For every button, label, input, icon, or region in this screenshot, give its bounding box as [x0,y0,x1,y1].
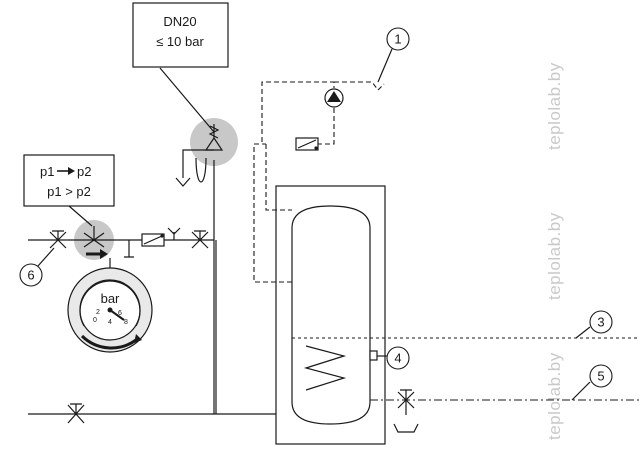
safety-valve-label: DN20 ≤ 10 bar [132,2,229,68]
callout-5-label: 5 [597,369,604,384]
return-line [370,389,640,433]
safety-valve-highlight [190,118,238,166]
callout-4-label: 4 [394,351,401,366]
gauge-tick-0: 0 [93,317,97,324]
callout-6-label: 6 [27,268,34,283]
gauge-unit: bar [101,291,120,306]
valve-pressure-label: ≤ 10 bar [156,34,204,49]
inlet-branch [28,226,217,414]
callout-6: 6 [19,247,55,287]
circulation-loop [253,81,385,283]
cold-water-main [28,160,276,424]
reducer-condition-label: p1 > p2 [47,184,91,199]
watermark-group: teplolab.by teplolab.by teplolab.by [545,62,564,440]
callout-4: 4 [377,346,410,370]
circulation-pump [324,88,344,108]
loop-check-valve [295,137,319,151]
valve-size-label: DN20 [163,14,196,29]
watermark-top: teplolab.by [545,62,564,150]
safety-valve [159,67,224,187]
reducer-label: p1 p2 p1 > p2 [23,154,115,227]
reducer-p2-label: p2 [77,164,91,179]
callout-3: 3 [575,310,613,339]
gauge-tick-2: 2 [96,309,100,316]
callout-5: 5 [571,364,613,401]
callout-1: 1 [377,27,410,83]
storage-tank [275,185,386,445]
callout-1-label: 1 [394,32,401,47]
pressure-gauge: bar 0 2 4 6 8 [67,258,153,353]
callout-3-label: 3 [597,315,604,330]
gauge-tick-8: 8 [124,319,128,326]
gauge-tick-6: 6 [118,310,122,317]
gauge-tick-4: 4 [108,319,112,326]
reducer-p1-label: p1 [40,164,54,179]
watermark-bottom: teplolab.by [545,352,564,440]
watermark-mid: teplolab.by [545,212,564,300]
